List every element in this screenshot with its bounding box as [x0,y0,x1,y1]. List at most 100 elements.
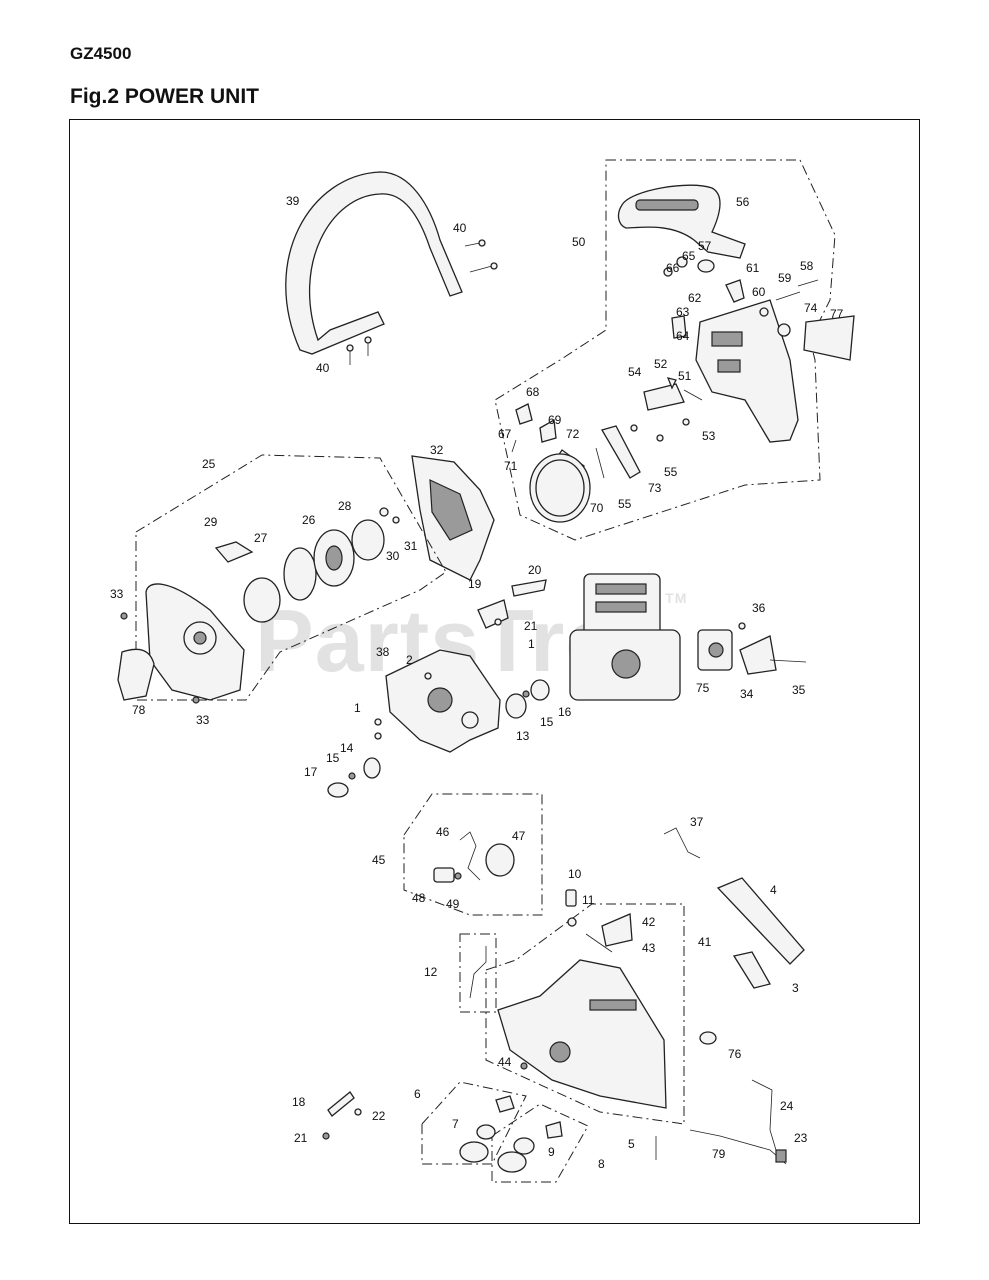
callout: 54 [628,365,642,379]
callout-labels: 39 40 40 50 56 57 65 66 61 59 58 60 62 6… [110,194,844,1171]
callout: 15 [326,751,340,765]
oil-pump-spring [477,579,547,629]
callout: 6 [414,1087,421,1101]
callout: 24 [780,1099,794,1113]
fuel-cap-group-outline [491,1103,589,1183]
rear-handle-group-outline [485,903,685,1125]
callout: 9 [548,1145,555,1159]
callout: 34 [740,687,754,701]
starter-screws [120,612,200,704]
callout: 62 [688,291,702,305]
callout: 40 [453,221,467,235]
callout: 14 [340,741,354,755]
oil-cap-group-outline [421,1081,527,1165]
callout: 61 [746,261,760,275]
fuel-hose-outline [459,933,497,1013]
callout: 42 [642,915,656,929]
starter-pulley-parts [214,507,400,623]
callout: 55 [664,465,678,479]
callout: 75 [696,681,710,695]
diagram-frame [69,119,920,1224]
callout: 22 [372,1109,386,1123]
callout: 53 [702,429,716,443]
callout: 25 [202,457,216,471]
misc-bottom-parts [322,1079,787,1165]
callout: 21 [294,1131,308,1145]
watermark-tm: TM [665,590,688,606]
callout: 67 [498,427,512,441]
callout: 33 [196,713,210,727]
callout: 43 [642,941,656,955]
callout: 16 [558,705,572,719]
callout: 70 [590,501,604,515]
crank-seals [327,672,550,798]
callout: 55 [618,497,632,511]
rear-handle-body [497,959,667,1109]
callout: 41 [698,935,712,949]
callout: 32 [430,443,444,457]
callout: 38 [376,645,390,659]
callout: 45 [372,853,386,867]
callout: 28 [338,499,352,513]
callout: 60 [752,285,766,299]
callout: 44 [498,1055,512,1069]
callout: 33 [110,587,124,601]
callout: 66 [666,261,680,275]
callout: 48 [412,891,426,905]
callout: 11 [582,893,595,907]
callout: 73 [648,481,662,495]
callout: 13 [516,729,530,743]
callout: 17 [304,765,318,779]
starter-cover [145,583,245,701]
starter-group-outline [135,454,447,701]
carburetor-parts [697,622,807,675]
callout: 1 [354,701,361,715]
callout: 77 [830,307,844,321]
caps [459,1095,563,1173]
front-handle [285,171,463,355]
callout: 18 [292,1095,306,1109]
callout: 31 [404,539,418,553]
callout: 56 [736,195,750,209]
callout: 2 [406,653,413,667]
callout: 65 [682,249,696,263]
callout: 3 [792,981,799,995]
callout: 27 [254,531,268,545]
callout: 19 [468,577,482,591]
callout: 51 [678,369,692,383]
callout: 64 [676,329,690,343]
callout: 68 [526,385,540,399]
callout: 40 [316,361,330,375]
engine-cylinder [569,573,681,701]
fan-shroud [411,455,495,581]
crankcase [385,649,501,753]
callout: 10 [568,867,582,881]
callout: 74 [804,301,818,315]
callout: 12 [424,965,438,979]
callout: 20 [528,563,542,577]
callout: 46 [436,825,450,839]
callout: 26 [302,513,316,527]
callout: 35 [792,683,806,697]
hand-guard [617,184,746,259]
callout: 71 [504,459,518,473]
callout: 7 [452,1117,459,1131]
brake-small-parts [511,256,855,479]
brake-band [529,453,591,523]
brake-housing [695,299,799,443]
fuel-parts [433,831,515,883]
callout: 72 [566,427,580,441]
callout: 79 [712,1147,726,1161]
callout: 29 [204,515,218,529]
callout: 39 [286,194,300,208]
callout: 5 [628,1137,635,1151]
callout: 49 [446,897,460,911]
handle-bolts [346,239,498,365]
callout: 15 [540,715,554,729]
callout: 78 [132,703,146,717]
callout: 47 [512,829,526,843]
callout: 37 [690,815,704,829]
throttle-parts [565,827,805,1045]
callout: 8 [598,1157,605,1171]
